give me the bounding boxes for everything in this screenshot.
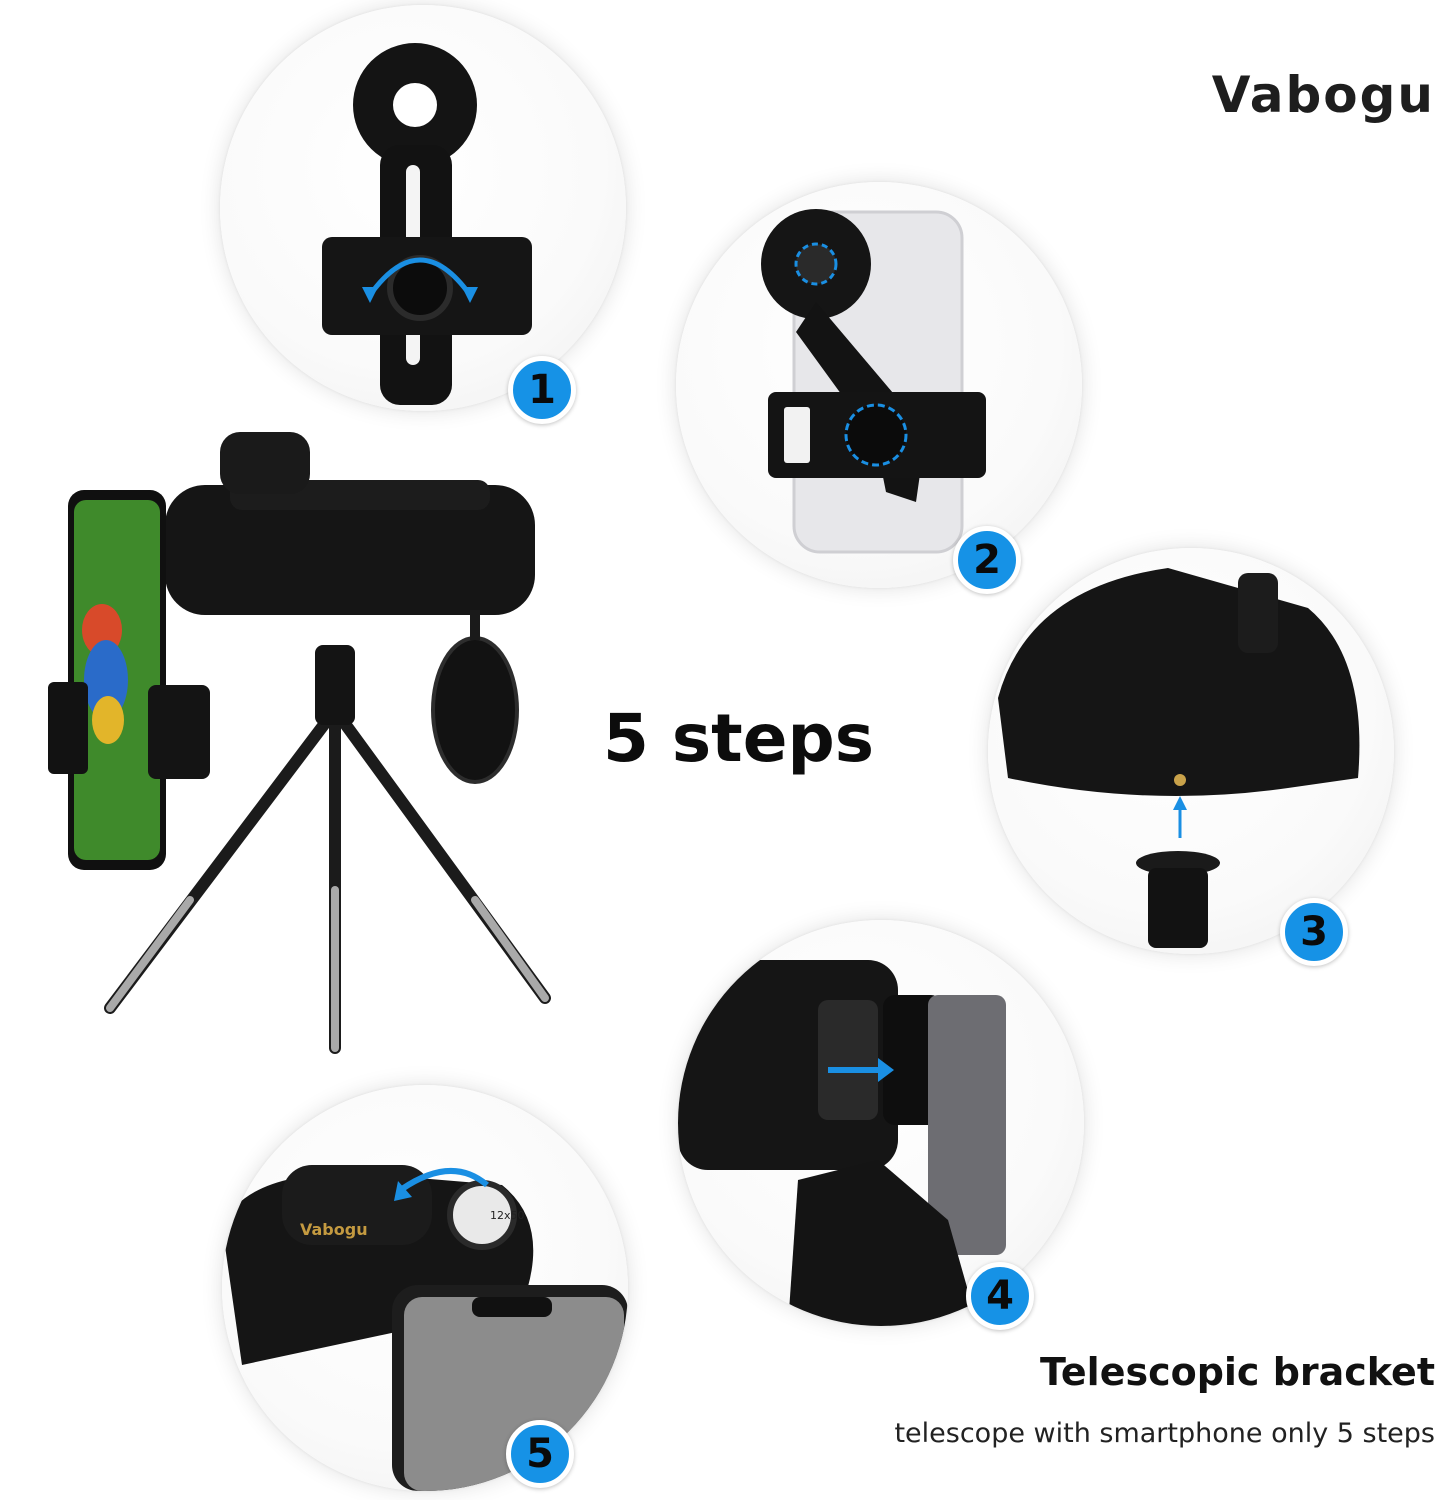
- tripod-mount-image: [998, 568, 1360, 948]
- monocular-tripod-image: [30, 420, 590, 1070]
- phone-clip-image: [322, 43, 532, 405]
- step-4-circle: [678, 920, 1084, 1326]
- body-logo: Vabogu: [300, 1220, 368, 1239]
- step-5-circle: 12x50 Vabogu: [222, 1085, 628, 1491]
- focus-eyepiece-image: [222, 1165, 628, 1491]
- step-badge-5: 5: [506, 1420, 574, 1488]
- brand-logo: Vabogu: [1211, 66, 1435, 124]
- step-badge-3: 3: [1280, 898, 1348, 966]
- step-2-circle: [676, 182, 1082, 588]
- step-badge-4: 4: [966, 1262, 1034, 1330]
- step-badge-2: 2: [953, 526, 1021, 594]
- headline: 5 steps: [603, 700, 875, 777]
- bracket-title: Telescopic bracket: [1040, 1350, 1435, 1394]
- step-badge-1: 1: [508, 356, 576, 424]
- insert-eyepiece-image: [678, 960, 1006, 1326]
- bracket-description: telescope with smartphone only 5 steps: [894, 1418, 1435, 1449]
- step-1-circle: [220, 5, 626, 411]
- clip-on-phone-image: [761, 209, 986, 554]
- eyepiece-engraving: 12x50: [490, 1209, 525, 1222]
- step-3-circle: [988, 548, 1394, 954]
